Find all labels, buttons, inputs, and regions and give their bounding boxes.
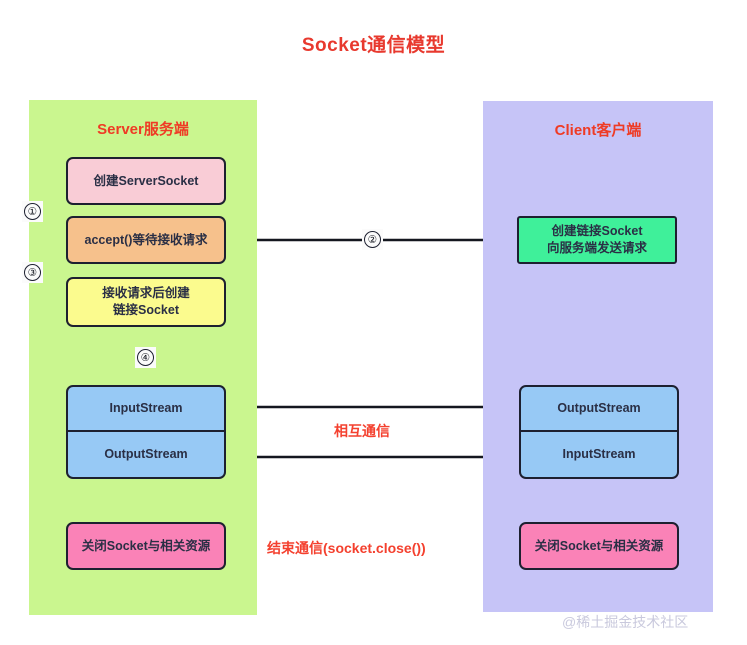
- server-create-link-socket-line1: 接收请求后创建: [102, 286, 190, 301]
- server-panel-title: Server服务端: [97, 121, 189, 138]
- client-outputstream-box[interactable]: OutputStream: [519, 385, 679, 431]
- mutual-communication-label: 相互通信: [334, 423, 390, 439]
- client-create-socket-line1: 创建链接Socket: [551, 224, 643, 239]
- step-2-marker: ②: [364, 231, 381, 248]
- watermark: @稀土掘金技术社区: [562, 614, 689, 630]
- server-outputstream-box[interactable]: OutputStream: [66, 431, 226, 479]
- step-1-marker: ①: [24, 203, 41, 220]
- server-create-link-socket-box[interactable]: 接收请求后创建 链接Socket: [66, 277, 226, 327]
- client-create-socket-line2: 向服务端发送请求: [546, 241, 647, 255]
- step-4-marker: ④: [137, 349, 154, 366]
- client-panel-title: Client客户端: [554, 122, 642, 139]
- step-3-marker: ③: [24, 264, 41, 281]
- server-inputstream-box[interactable]: InputStream: [66, 385, 226, 431]
- server-accept-box[interactable]: accept()等待接收请求: [66, 216, 226, 264]
- client-inputstream-box[interactable]: InputStream: [519, 431, 679, 479]
- client-create-socket-box[interactable]: 创建链接Socket 向服务端发送请求: [517, 216, 677, 264]
- client-close-box[interactable]: 关闭Socket与相关资源: [519, 522, 679, 570]
- server-create-link-socket-line2: 链接Socket: [112, 303, 179, 317]
- page-title: Socket通信模型: [301, 35, 446, 56]
- end-communication-label: 结束通信(socket.close()): [267, 540, 426, 556]
- server-close-box[interactable]: 关闭Socket与相关资源: [66, 522, 226, 570]
- server-create-serversocket-box[interactable]: 创建ServerSocket: [66, 157, 226, 205]
